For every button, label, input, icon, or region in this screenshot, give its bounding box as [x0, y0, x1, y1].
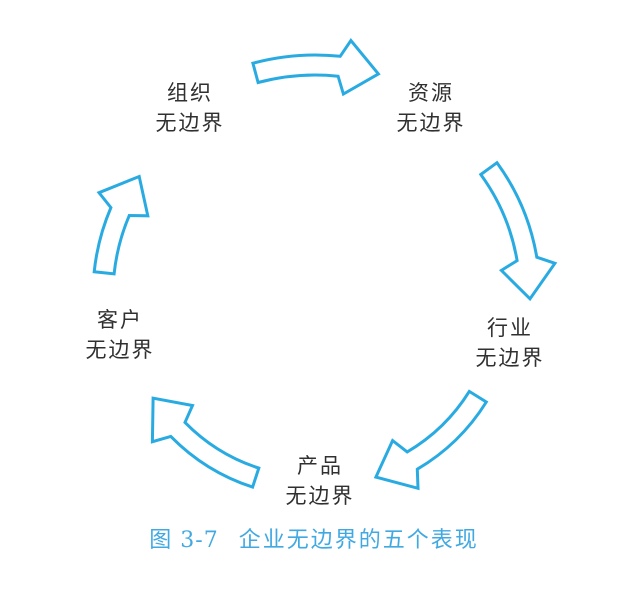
node-product-line1: 产品: [297, 454, 343, 478]
node-customer-line2: 无边界: [85, 338, 155, 362]
arrow-organization-to-resource-icon: [251, 37, 381, 97]
node-industry-line1: 行业: [487, 316, 533, 340]
node-resource-line2: 无边界: [396, 111, 466, 135]
node-customer-line1: 客户: [97, 308, 143, 332]
node-organization: 组织 无边界: [156, 78, 225, 138]
node-product-line2: 无边界: [285, 484, 355, 508]
arrow-customer-to-organization-icon: [92, 174, 150, 276]
arrow-product-to-customer-icon: [150, 396, 261, 489]
figure-number: 图 3-7: [149, 528, 219, 553]
node-product: 产品 无边界: [286, 451, 355, 511]
node-customer: 客户 无边界: [86, 305, 155, 365]
node-industry-line2: 无边界: [475, 346, 545, 370]
node-resource-line1: 资源: [408, 81, 454, 105]
figure-caption: 图 3-7 企业无边界的五个表现: [0, 522, 628, 554]
arrow-resource-to-industry-icon: [478, 160, 558, 302]
node-organization-line1: 组织: [167, 81, 213, 105]
node-resource: 资源 无边界: [397, 78, 466, 138]
node-industry: 行业 无边界: [476, 313, 545, 373]
figure-title: 企业无边界的五个表现: [238, 528, 479, 553]
node-organization-line2: 无边界: [155, 111, 225, 135]
arrow-industry-to-product-icon: [373, 389, 489, 491]
